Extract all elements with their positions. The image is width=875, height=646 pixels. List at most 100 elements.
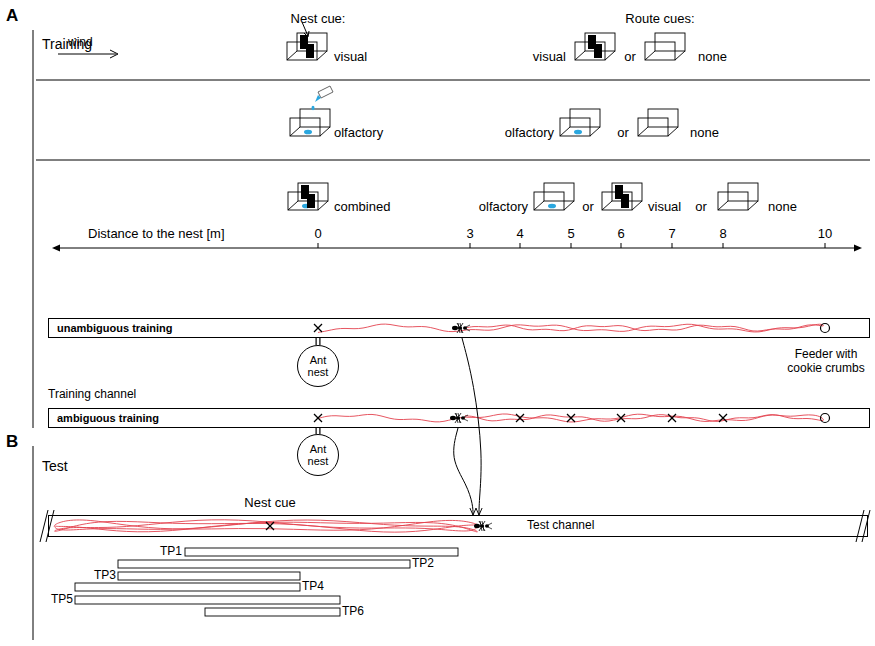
or-label: or: [617, 126, 629, 141]
icon-front-wall: [602, 192, 632, 210]
channel-caption: Training channel: [48, 388, 136, 402]
icon-front-wall: [645, 42, 675, 60]
feeder-label: Feeder with cookie crumbs: [784, 348, 868, 376]
ant-track: [318, 414, 823, 422]
cross-stroke: [266, 522, 274, 530]
ant: [452, 323, 470, 333]
ant-body: [450, 416, 456, 420]
test-period-label: TP5: [51, 593, 73, 607]
icon-floor: [645, 51, 685, 60]
or-label: or: [624, 50, 636, 65]
cue-label: none: [698, 50, 727, 65]
arrow-line: [462, 338, 481, 515]
test-period-label: TP4: [302, 580, 324, 594]
test-period-bar: [205, 608, 340, 616]
ant-antenna: [466, 325, 470, 327]
route-cue-icon: [534, 183, 574, 210]
cross-mark: [617, 414, 625, 422]
training-channel: ambiguous training: [48, 408, 870, 428]
test-period-bar: [118, 560, 410, 568]
axis-tick: [318, 243, 319, 248]
odour-drop: [574, 130, 582, 135]
cross-stroke: [567, 414, 575, 422]
icon-front-wall: [290, 118, 320, 136]
ant-antenna: [464, 415, 468, 417]
cue-label: none: [768, 200, 797, 215]
panel-letter: B: [6, 432, 18, 452]
panel-title: Test: [42, 458, 68, 474]
panel-bar: [33, 446, 34, 640]
cross-mark: [266, 522, 274, 530]
ant: [450, 413, 468, 423]
cue-insert-arrow: [304, 31, 309, 37]
ant-body: [452, 326, 458, 330]
ant-leg: [457, 323, 463, 333]
cross-stroke: [266, 522, 274, 530]
route-cue-icon: [602, 183, 642, 210]
cue-label: visual: [334, 50, 367, 65]
route-cue-icon: [645, 33, 685, 60]
axis-tick: [470, 243, 471, 248]
cross-stroke: [719, 414, 727, 422]
test-period-label: TP2: [412, 557, 434, 571]
axis-tick-label: 5: [567, 227, 574, 242]
cue-label: olfactory: [479, 200, 528, 215]
dropper-tip: [315, 95, 321, 102]
test-period-bar: [118, 572, 300, 580]
route-cue-icon: [575, 33, 615, 60]
cross-mark: [314, 324, 322, 332]
cross-stroke: [314, 324, 322, 332]
ant-antenna: [488, 527, 492, 529]
axis-tick: [621, 243, 622, 248]
route-cue-icon: [638, 109, 678, 136]
nest-entrance: [318, 338, 319, 345]
wind-arrow: [58, 54, 116, 55]
ant: [474, 521, 492, 531]
cross-mark: [668, 414, 676, 422]
cross-stroke: [617, 414, 625, 422]
row-separator: [36, 160, 870, 161]
test-period-label: TP6: [342, 605, 364, 619]
ant-leg: [455, 413, 461, 423]
test-channel: Test channel: [48, 515, 868, 537]
entrance-inner: [317, 338, 320, 345]
channel-label: Test channel: [527, 519, 594, 532]
ant-nest: Ant nest: [297, 345, 339, 387]
axis-tick: [672, 243, 673, 248]
or-label: or: [695, 200, 707, 215]
visual-panel: [621, 194, 629, 208]
axis-tick-label: 8: [719, 227, 726, 242]
feeder-mark: [821, 414, 830, 423]
wind-arrow-head: [110, 50, 118, 58]
nest-label: Ant nest: [303, 354, 333, 378]
route-cue-icon: [718, 183, 758, 210]
falling-drop: [312, 106, 315, 110]
visual-panel: [594, 44, 602, 58]
feeder-mark: [821, 324, 830, 333]
axis-tick: [723, 243, 724, 248]
visual-panel: [306, 44, 314, 58]
cue-label: combined: [334, 200, 390, 215]
nest-cue-icon: [287, 22, 327, 60]
column-heading: Nest cue:: [291, 12, 346, 27]
icon-floor: [638, 127, 678, 136]
cross-stroke: [668, 414, 676, 422]
cross-mark: [314, 414, 322, 422]
cross-stroke: [567, 414, 575, 422]
wind-label: wind: [68, 36, 93, 50]
transfer-arrow: [454, 428, 473, 515]
ant-body: [456, 417, 460, 420]
cross-mark: [719, 414, 727, 422]
axis-tick-label: 7: [668, 227, 675, 242]
dropper: [318, 86, 333, 98]
panel-bar: [33, 30, 34, 428]
entrance-inner: [317, 428, 320, 434]
ant-body: [458, 327, 462, 330]
ant-leg: [479, 521, 485, 531]
panel-title: Training: [42, 36, 92, 52]
